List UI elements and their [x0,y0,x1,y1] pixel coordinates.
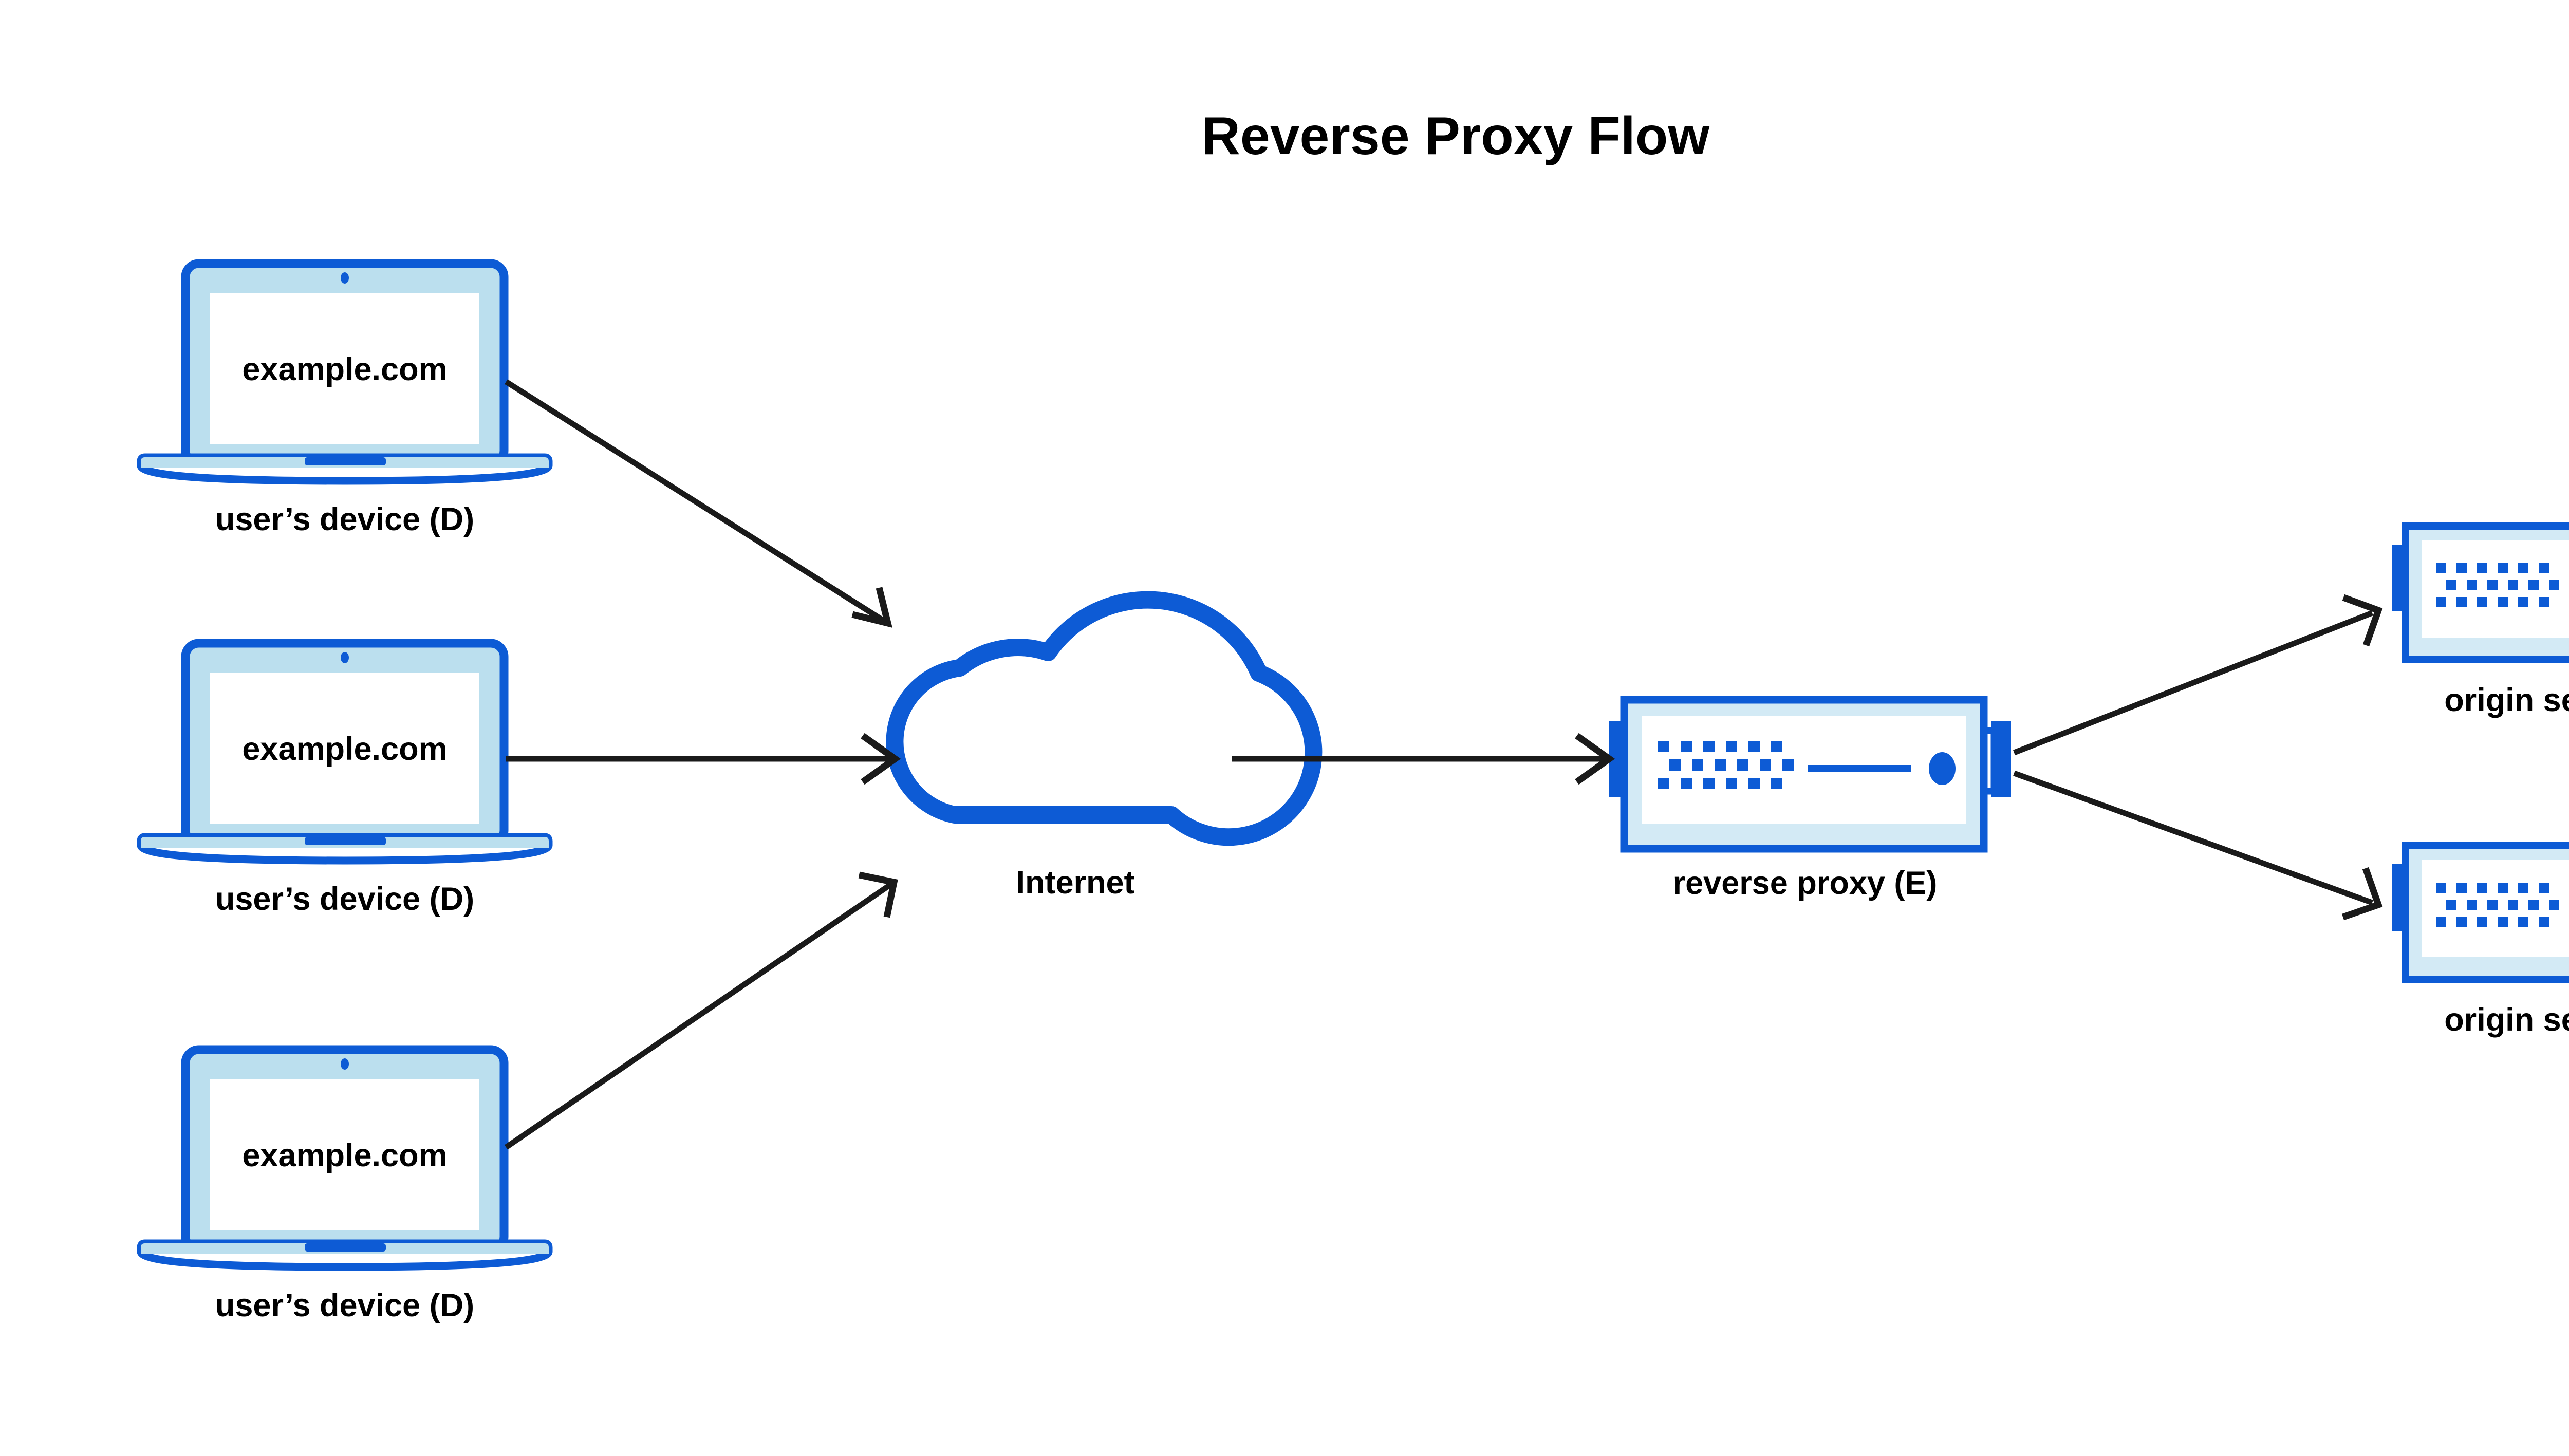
laptop-icon [137,259,553,485]
laptop-screen [210,673,479,824]
device-node-3[interactable]: example.com user’s device (D) [137,1045,553,1323]
laptop-camera-icon [341,272,349,284]
device-node-1[interactable]: example.com user’s device (D) [137,259,553,537]
cloud-icon [886,591,1323,846]
server-icon [2392,522,2569,663]
laptop-camera-icon [341,652,349,663]
device-screen-text: example.com [242,351,447,387]
laptop-icon [137,1045,553,1271]
laptop-icon [137,639,553,865]
origin-server-node-2[interactable]: origin server (F) [2392,842,2569,1038]
origin-server-label: origin server (F) [2444,682,2569,718]
laptop-screen [210,293,479,444]
laptop-notch [305,1243,386,1252]
device-node-2[interactable]: example.com user’s device (D) [137,639,553,917]
origin-server-node-1[interactable]: origin server (F) [2392,522,2569,718]
server-faceplate [1642,716,1966,824]
laptop-notch [305,837,386,845]
laptop-camera-icon [341,1058,349,1070]
server-port-grid-icon [2436,883,2559,927]
device-label: user’s device (D) [215,1287,474,1323]
server-icon [2392,842,2569,983]
laptop-notch [305,457,386,465]
edge-internet-to-reverse-proxy [1232,733,1615,785]
origin-server-label: origin server (F) [2444,1002,2569,1038]
internet-label: Internet [1016,865,1134,901]
server-status-line-icon [1808,765,1911,772]
edge-reverse-proxy-to-origin2 [2013,770,2383,921]
server-port-grid-icon [2436,563,2559,607]
edge-device1-to-internet [505,379,892,628]
page-title: Reverse Proxy Flow [1202,106,1710,166]
internet-node[interactable]: Internet [886,591,1323,901]
reverse-proxy-node[interactable]: reverse proxy (E) [1609,696,2011,901]
device-screen-text: example.com [242,1137,447,1173]
server-port-grid-icon [1658,741,1794,789]
edge-reverse-proxy-to-origin1 [2013,594,2383,756]
laptop-screen [210,1079,479,1230]
server-icon [1609,696,2011,853]
device-label: user’s device (D) [215,881,474,917]
server-led-icon [1929,752,1956,785]
edge-device3-to-internet [504,871,898,1150]
edge-device2-to-internet [506,733,901,785]
device-label: user’s device (D) [215,501,474,537]
device-screen-text: example.com [242,731,447,767]
reverse-proxy-label: reverse proxy (E) [1673,865,1938,901]
